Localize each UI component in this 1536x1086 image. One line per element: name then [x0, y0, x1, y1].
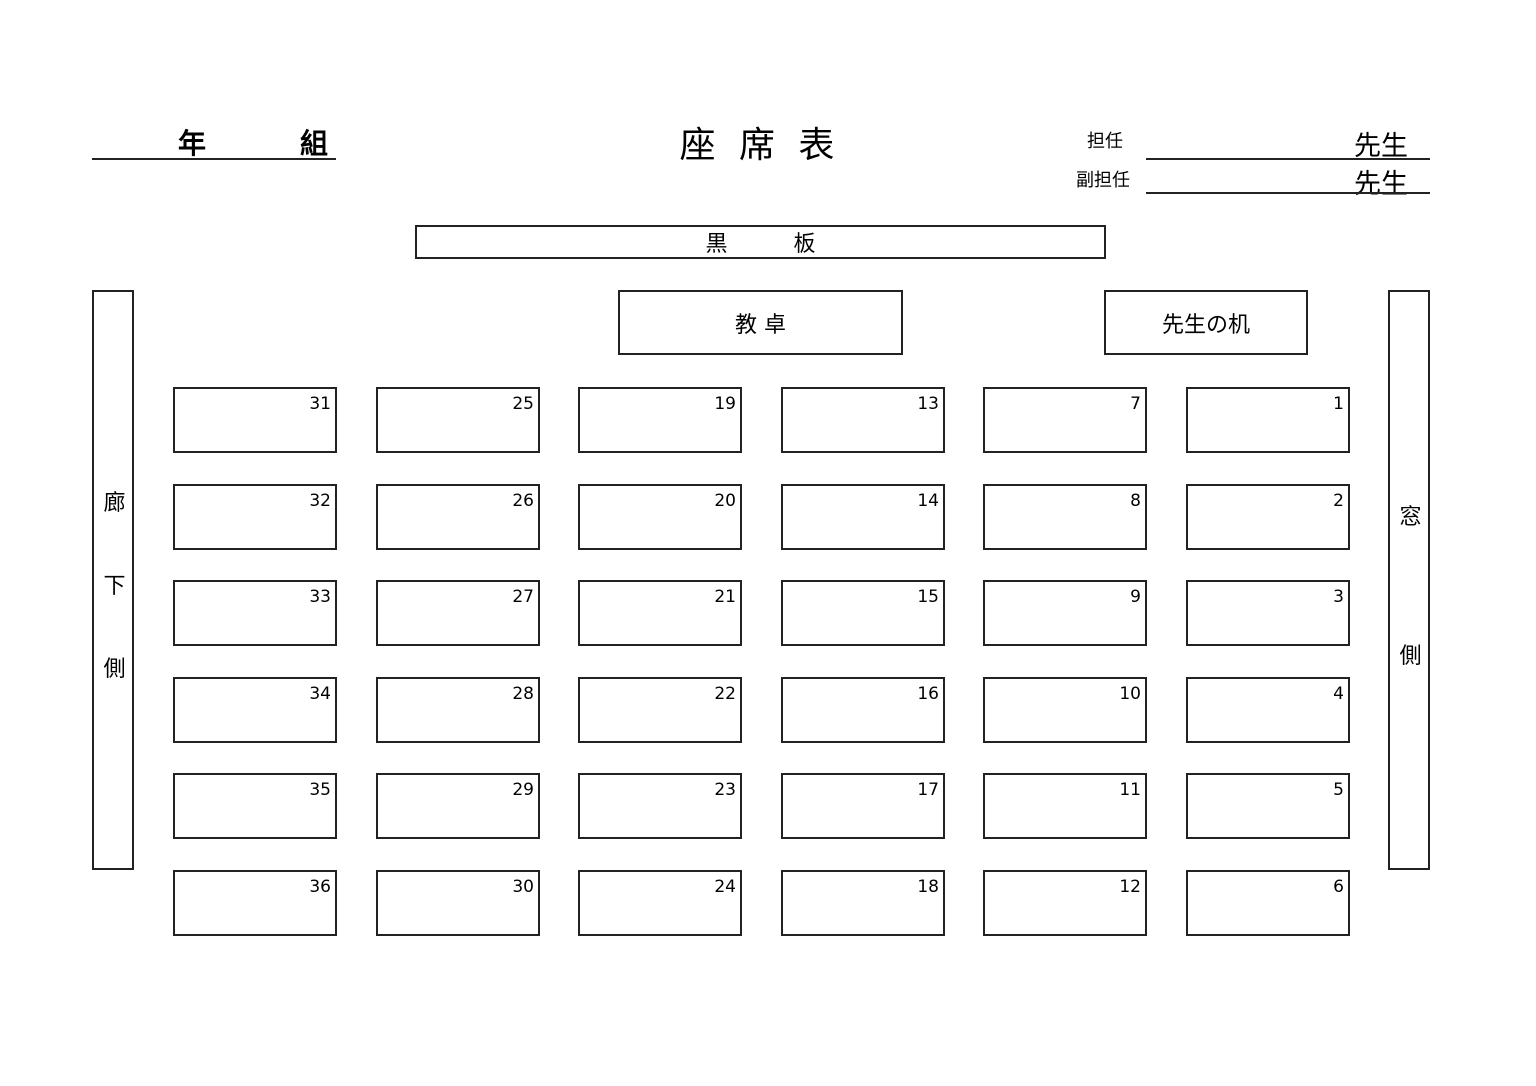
homeroom-field[interactable]: [1146, 158, 1430, 160]
seat-desk[interactable]: 13: [781, 387, 945, 453]
seat-number: 21: [714, 587, 736, 607]
window-char: 側: [1399, 644, 1422, 669]
teacher-desk: 先生の机: [1104, 290, 1308, 355]
seat-number: 15: [917, 587, 939, 607]
seat-number: 19: [714, 394, 736, 414]
seat-number: 3: [1333, 587, 1344, 607]
seat-desk[interactable]: 35: [173, 773, 337, 839]
seat-desk[interactable]: 27: [376, 580, 540, 646]
seat-desk[interactable]: 25: [376, 387, 540, 453]
homeroom-suffix: 先生: [1354, 131, 1408, 162]
seat-desk[interactable]: 11: [983, 773, 1147, 839]
seat-desk[interactable]: 15: [781, 580, 945, 646]
seat-desk[interactable]: 30: [376, 870, 540, 936]
window-char: 窓: [1399, 505, 1422, 530]
seat-number: 20: [714, 491, 736, 511]
seat-desk[interactable]: 34: [173, 677, 337, 743]
seat-number: 10: [1119, 684, 1141, 704]
corridor-char: 側: [103, 657, 126, 682]
seat-number: 27: [512, 587, 534, 607]
seat-number: 5: [1333, 780, 1344, 800]
seat-number: 26: [512, 491, 534, 511]
seat-number: 22: [714, 684, 736, 704]
seat-desk[interactable]: 14: [781, 484, 945, 550]
seat-number: 2: [1333, 491, 1344, 511]
seat-number: 23: [714, 780, 736, 800]
seat-number: 29: [512, 780, 534, 800]
seat-desk[interactable]: 5: [1186, 773, 1350, 839]
seat-desk[interactable]: 1: [1186, 387, 1350, 453]
seat-number: 13: [917, 394, 939, 414]
seat-number: 9: [1130, 587, 1141, 607]
seat-desk[interactable]: 23: [578, 773, 742, 839]
page-title: 座 席 表: [679, 125, 841, 166]
seat-number: 32: [309, 491, 331, 511]
seat-number: 35: [309, 780, 331, 800]
seat-number: 33: [309, 587, 331, 607]
window-side: 窓 側: [1388, 290, 1430, 870]
seat-desk[interactable]: 3: [1186, 580, 1350, 646]
seat-desk[interactable]: 4: [1186, 677, 1350, 743]
corridor-side: 廊 下 側: [92, 290, 134, 870]
seat-number: 28: [512, 684, 534, 704]
seat-number: 18: [917, 877, 939, 897]
seat-number: 1: [1333, 394, 1344, 414]
class-underline: [92, 158, 336, 160]
seat-number: 6: [1333, 877, 1344, 897]
homeroom-label: 担任: [1087, 131, 1123, 152]
assistant-label: 副担任: [1076, 170, 1130, 191]
seat-desk[interactable]: 24: [578, 870, 742, 936]
seat-number: 14: [917, 491, 939, 511]
seat-desk[interactable]: 2: [1186, 484, 1350, 550]
seat-desk[interactable]: 10: [983, 677, 1147, 743]
seat-desk[interactable]: 28: [376, 677, 540, 743]
seat-number: 31: [309, 394, 331, 414]
seat-desk[interactable]: 29: [376, 773, 540, 839]
seat-desk[interactable]: 9: [983, 580, 1147, 646]
seat-desk[interactable]: 19: [578, 387, 742, 453]
seat-number: 34: [309, 684, 331, 704]
seat-number: 7: [1130, 394, 1141, 414]
seat-desk[interactable]: 36: [173, 870, 337, 936]
seat-desk[interactable]: 32: [173, 484, 337, 550]
year-label: 年: [178, 127, 207, 160]
seat-desk[interactable]: 21: [578, 580, 742, 646]
seat-desk[interactable]: 6: [1186, 870, 1350, 936]
seat-number: 30: [512, 877, 534, 897]
class-label: 組: [300, 127, 329, 160]
seat-desk[interactable]: 8: [983, 484, 1147, 550]
seat-number: 8: [1130, 491, 1141, 511]
lectern: 教 卓: [618, 290, 903, 355]
corridor-char: 下: [103, 574, 126, 599]
seat-number: 36: [309, 877, 331, 897]
seat-number: 25: [512, 394, 534, 414]
seat-desk[interactable]: 18: [781, 870, 945, 936]
seat-number: 16: [917, 684, 939, 704]
seat-desk[interactable]: 22: [578, 677, 742, 743]
seat-desk[interactable]: 26: [376, 484, 540, 550]
seat-desk[interactable]: 33: [173, 580, 337, 646]
assistant-suffix: 先生: [1354, 169, 1408, 200]
seat-desk[interactable]: 20: [578, 484, 742, 550]
assistant-field[interactable]: [1146, 192, 1430, 194]
corridor-char: 廊: [103, 491, 126, 516]
seat-number: 4: [1333, 684, 1344, 704]
seat-desk[interactable]: 12: [983, 870, 1147, 936]
seat-desk[interactable]: 31: [173, 387, 337, 453]
seat-desk[interactable]: 17: [781, 773, 945, 839]
seat-number: 12: [1119, 877, 1141, 897]
blackboard: 黒 板: [415, 225, 1106, 259]
seat-desk[interactable]: 16: [781, 677, 945, 743]
seat-number: 11: [1119, 780, 1141, 800]
seat-number: 17: [917, 780, 939, 800]
seat-desk[interactable]: 7: [983, 387, 1147, 453]
seat-number: 24: [714, 877, 736, 897]
